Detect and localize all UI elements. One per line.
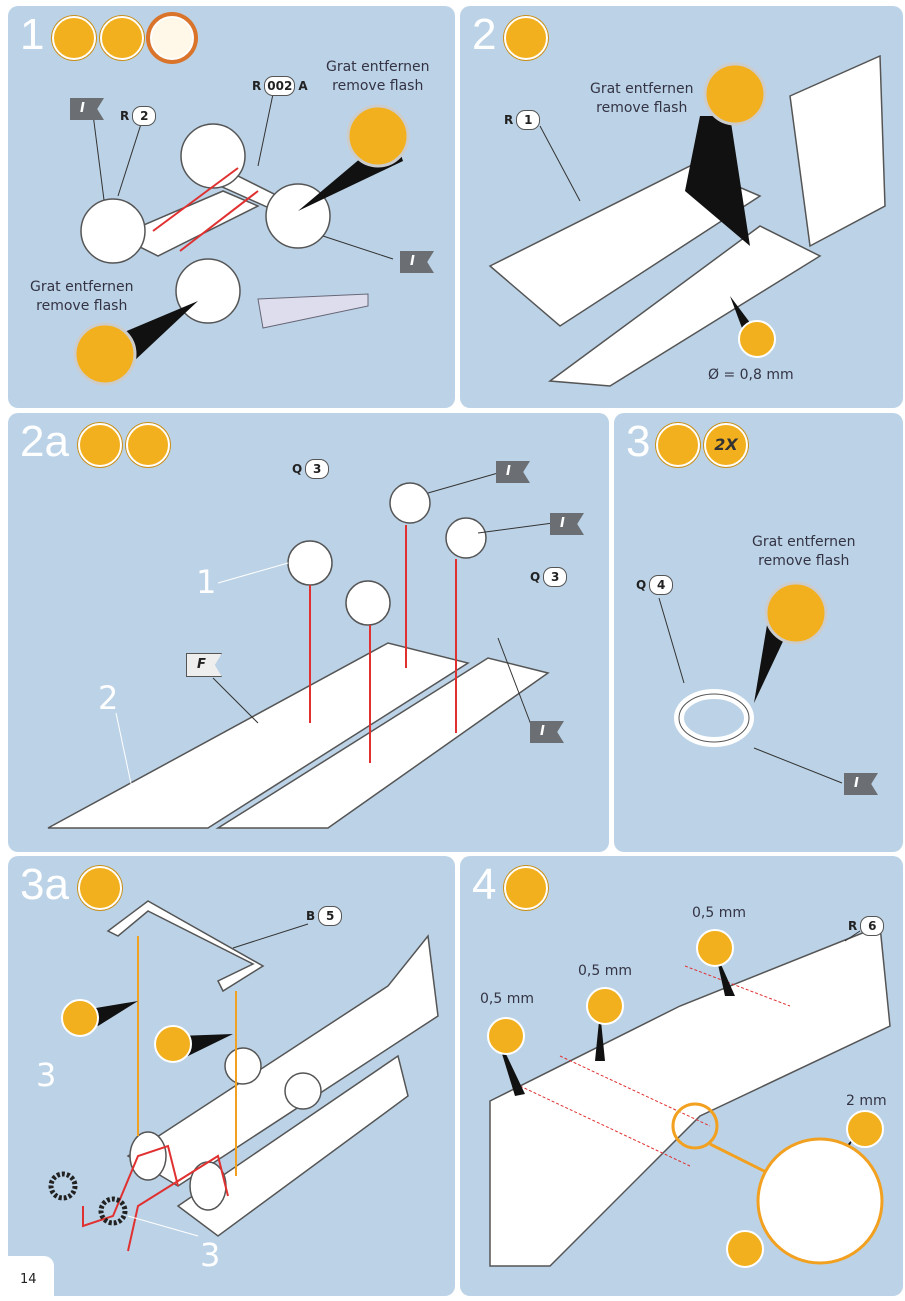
flag-label: I [400, 251, 434, 273]
step-number: 4 [472, 860, 497, 909]
fuselage-wheels-illustration [47, 472, 554, 829]
sanding-icon [504, 866, 548, 910]
clock-icon [150, 16, 194, 60]
step-number: 2 [472, 10, 497, 59]
drill-icon [504, 16, 548, 60]
fuselage-halves-illustration [487, 924, 891, 1268]
step-number: 3a [20, 860, 69, 909]
glue-icon [78, 423, 122, 467]
step-number: 2a [20, 417, 69, 466]
wheel-assembly-illustration [73, 93, 410, 386]
glue-icon [52, 16, 96, 60]
measure-label: 0,5 mm [480, 991, 534, 1007]
engine-assembly-illustration [48, 900, 439, 1252]
engine-ring-illustration [658, 581, 843, 784]
flag-label: I [550, 513, 584, 535]
page-number: 14 [8, 1256, 54, 1296]
measure-label: 0,5 mm [692, 905, 746, 921]
quantity-badge: 2X [704, 423, 748, 467]
fuselage-illustration [488, 54, 886, 387]
step-number: 1 [20, 10, 45, 59]
ref-number: 3 [200, 1236, 221, 1274]
paint-icon [126, 423, 170, 467]
flag-label: I [70, 98, 104, 120]
flag-label: I [496, 461, 530, 483]
paint-icon [656, 423, 700, 467]
paint-icon [100, 16, 144, 60]
ref-number: 2 [98, 679, 119, 717]
ref-number: 1 [196, 563, 217, 601]
flag-label: I [530, 721, 564, 743]
ref-number: 3 [36, 1056, 57, 1094]
glue-icon [78, 866, 122, 910]
flag-label: I [844, 773, 878, 795]
measure-label: 2 mm [846, 1093, 887, 1109]
step-number: 3 [626, 417, 651, 466]
measure-label: 0,5 mm [578, 963, 632, 979]
drill-diameter: Ø = 0,8 mm [708, 367, 794, 383]
